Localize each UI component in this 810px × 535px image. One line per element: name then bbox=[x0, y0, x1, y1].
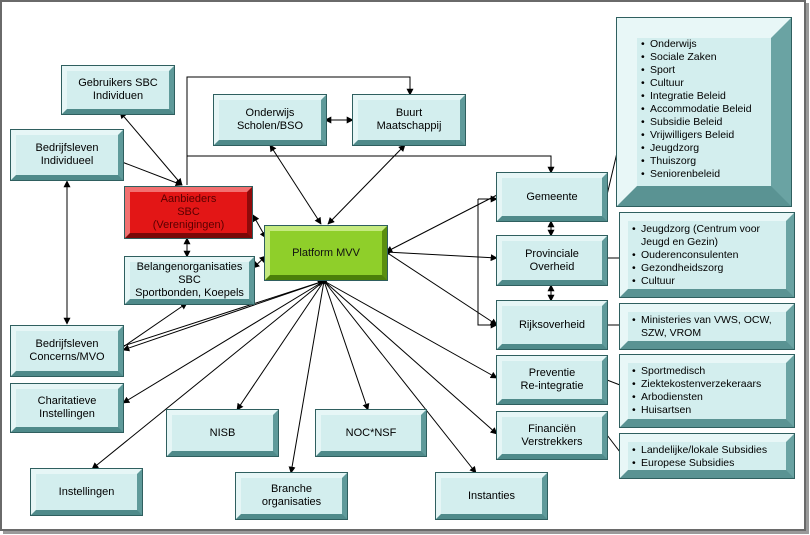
link-aanbieders-gemeente bbox=[187, 155, 555, 174]
list-item: Ouderenconsulenten bbox=[632, 249, 782, 262]
list-item: Landelijke/lokale Subsidies bbox=[632, 444, 782, 457]
node-aanbieders[interactable]: Aanbieders SBC (Verenigingen) bbox=[124, 186, 253, 239]
node-platform-label: Platform MVV bbox=[292, 246, 360, 259]
panel-rijksoverheid: Ministeries van VWS, OCW, SZW, VROM bbox=[619, 303, 795, 350]
list-item: Jeugdzorg (Centrum voor Jeugd en Gezin) bbox=[632, 223, 782, 249]
node-onderwijs-label: Onderwijs Scholen/BSO bbox=[236, 107, 304, 132]
node-bedrijfsleven-individueel-label: Bedrijfsleven Individueel bbox=[35, 142, 99, 167]
list-item: Subsidie Beleid bbox=[641, 116, 767, 129]
list-item: Arbodiensten bbox=[632, 391, 782, 404]
link-fan-branche bbox=[288, 280, 325, 474]
list-item: Accommodatie Beleid bbox=[641, 103, 767, 116]
node-financien-label: Financiën Verstrekkers bbox=[521, 422, 583, 448]
panel-preventie-list: Sportmedisch Ziektekostenverzekeraars Ar… bbox=[632, 365, 782, 417]
node-bedrijfsleven-individueel[interactable]: Bedrijfsleven Individueel bbox=[10, 129, 124, 181]
list-item: Jeugdzorg bbox=[641, 142, 767, 155]
panel-rijks-list: Ministeries van VWS, OCW, SZW, VROM bbox=[632, 314, 782, 340]
list-item: Europese Subsidies bbox=[632, 457, 782, 470]
link-belangen-concerns bbox=[122, 302, 188, 348]
panel-provinciale: Jeugdzorg (Centrum voor Jeugd en Gezin) … bbox=[619, 212, 795, 298]
panel-provinciale-list: Jeugdzorg (Centrum voor Jeugd en Gezin) … bbox=[632, 223, 782, 288]
link-fan-noc bbox=[323, 280, 370, 411]
panel-gemeente-list: Onderwijs Sociale Zaken Sport Cultuur In… bbox=[641, 38, 767, 181]
link-platform-rijks bbox=[385, 251, 498, 326]
link-aanbieders-top bbox=[186, 76, 414, 185]
node-aanbieders-label: Aanbieders SBC (Verenigingen) bbox=[152, 193, 225, 231]
link-fan-charitatieve bbox=[122, 280, 325, 404]
list-item: Onderwijs bbox=[641, 38, 767, 51]
list-item: Sociale Zaken bbox=[641, 51, 767, 64]
link-fan-nisb bbox=[236, 280, 325, 411]
list-item: Integratie Beleid bbox=[641, 90, 767, 103]
link-fan-instellingen bbox=[91, 280, 325, 470]
list-item: Cultuur bbox=[632, 275, 782, 288]
node-provinciale-overheid[interactable]: Provinciale Overheid bbox=[496, 235, 608, 286]
list-item: Ministeries van VWS, OCW, SZW, VROM bbox=[632, 314, 782, 340]
node-provinciale-label: Provinciale Overheid bbox=[525, 247, 579, 273]
node-charitatieve-label: Charitatieve Instellingen bbox=[37, 395, 97, 420]
node-gebruikers-label: Gebruikers SBC Individuen bbox=[78, 77, 158, 102]
panel-financien-list: Landelijke/lokale Subsidies Europese Sub… bbox=[632, 444, 782, 470]
node-rijksoverheid[interactable]: Rijksoverheid bbox=[496, 300, 608, 350]
link-financien-panel bbox=[606, 434, 621, 453]
list-item: Cultuur bbox=[641, 77, 767, 90]
link-fan-bedrijfsleven-concerns bbox=[122, 280, 325, 352]
node-buurt[interactable]: Buurt Maatschappij bbox=[352, 94, 466, 146]
node-financien[interactable]: Financiën Verstrekkers bbox=[496, 411, 608, 460]
node-buurt-label: Buurt Maatschappij bbox=[376, 107, 442, 132]
node-onderwijs[interactable]: Onderwijs Scholen/BSO bbox=[213, 94, 327, 146]
link-platform-provinciale bbox=[385, 251, 498, 262]
list-item: Thuiszorg bbox=[641, 155, 767, 168]
node-gebruikers-sbc[interactable]: Gebruikers SBC Individuen bbox=[61, 65, 175, 115]
link-platform-gemeente bbox=[385, 194, 498, 253]
node-noc-label: NOC*NSF bbox=[345, 426, 397, 439]
link-fan-belangen bbox=[119, 279, 325, 348]
panel-gemeente: Onderwijs Sociale Zaken Sport Cultuur In… bbox=[616, 17, 792, 207]
node-noc-nsf[interactable]: NOC*NSF bbox=[315, 409, 427, 457]
node-instellingen-label: Instellingen bbox=[58, 485, 115, 498]
node-gemeente[interactable]: Gemeente bbox=[496, 172, 608, 222]
node-branche[interactable]: Branche organisaties bbox=[235, 472, 348, 520]
list-item: Seniorenbeleid bbox=[641, 168, 767, 181]
node-preventie-label: Preventie Re-integratie bbox=[520, 367, 584, 392]
node-instellingen[interactable]: Instellingen bbox=[30, 468, 143, 516]
list-item: Ziektekostenverzekeraars bbox=[632, 378, 782, 391]
node-rijksoverheid-label: Rijksoverheid bbox=[518, 318, 586, 331]
panel-financien: Landelijke/lokale Subsidies Europese Sub… bbox=[619, 433, 795, 479]
node-instanties[interactable]: Instanties bbox=[435, 472, 548, 520]
list-item: Vrijwilligers Beleid bbox=[641, 129, 767, 142]
link-bracket-gemeente-rijks bbox=[477, 199, 498, 329]
link-fan-instanties bbox=[323, 280, 477, 474]
node-charitatieve[interactable]: Charitatieve Instellingen bbox=[10, 383, 124, 433]
link-aanbieders-platform bbox=[252, 214, 267, 239]
list-item: Gezondheidszorg bbox=[632, 262, 782, 275]
node-belangenorganisaties[interactable]: Belangenorganisaties SBC Sportbonden, Ko… bbox=[124, 256, 255, 305]
link-fan-financien bbox=[323, 280, 498, 435]
link-fan-preventie bbox=[323, 280, 498, 379]
node-instanties-label: Instanties bbox=[467, 489, 516, 502]
node-nisb-label: NISB bbox=[209, 426, 236, 439]
node-platform-mvv[interactable]: Platform MVV bbox=[264, 225, 388, 281]
node-branche-label: Branche organisaties bbox=[261, 483, 322, 508]
list-item: Huisartsen bbox=[632, 404, 782, 417]
node-belangen-label: Belangenorganisaties SBC Sportbonden, Ko… bbox=[135, 261, 244, 299]
link-preventie-panel bbox=[606, 379, 621, 386]
link-belangen-platform bbox=[252, 255, 267, 269]
list-item: Sportmedisch bbox=[632, 365, 782, 378]
node-bedrijfsleven-concerns-label: Bedrijfsleven Concerns/MVO bbox=[29, 338, 105, 363]
node-preventie[interactable]: Preventie Re-integratie bbox=[496, 355, 608, 405]
list-item: Sport bbox=[641, 64, 767, 77]
link-aanbieders-gebruikers bbox=[119, 111, 183, 186]
node-bedrijfsleven-concerns[interactable]: Bedrijfsleven Concerns/MVO bbox=[10, 325, 124, 377]
link-buurt-platform bbox=[327, 144, 406, 225]
node-gemeente-label: Gemeente bbox=[526, 190, 578, 203]
panel-preventie: Sportmedisch Ziektekostenverzekeraars Ar… bbox=[619, 354, 795, 428]
node-nisb[interactable]: NISB bbox=[166, 409, 279, 457]
link-onderwijs-platform bbox=[269, 144, 322, 225]
